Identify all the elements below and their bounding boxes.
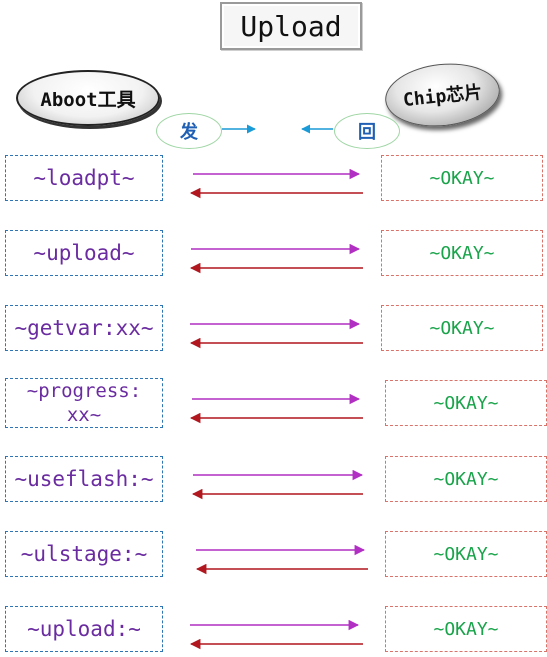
response-box: ~OKAY~	[381, 305, 543, 351]
response-box: ~OKAY~	[385, 606, 547, 652]
response-box: ~OKAY~	[385, 456, 547, 502]
diagram-title: Upload	[220, 2, 362, 50]
actor-aboot-tool: Aboot工具	[16, 70, 160, 126]
response-box: ~OKAY~	[385, 531, 547, 577]
command-box: ~ulstage:~	[5, 531, 163, 577]
return-direction-label: 回	[334, 113, 400, 149]
send-direction-label: 发	[156, 113, 222, 149]
response-box: ~OKAY~	[381, 155, 543, 201]
command-box: ~upload~	[5, 230, 163, 276]
response-box: ~OKAY~	[381, 230, 543, 276]
response-box: ~OKAY~	[385, 380, 547, 426]
command-box: ~upload:~	[5, 606, 163, 652]
command-box: ~loadpt~	[5, 155, 163, 201]
command-box: ~getvar:xx~	[5, 305, 163, 351]
command-box: ~progress: xx~	[5, 378, 163, 428]
command-box: ~useflash:~	[5, 456, 163, 502]
